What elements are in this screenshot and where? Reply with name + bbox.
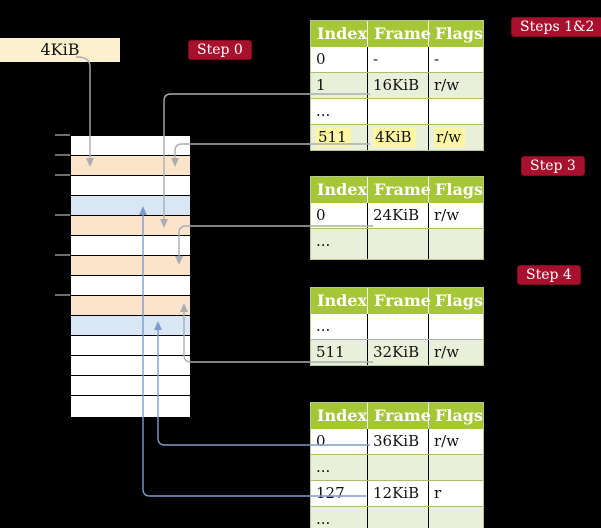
memory-tick xyxy=(55,174,70,176)
highlighted-value: 4KiB xyxy=(373,128,416,147)
column-header: Index xyxy=(311,288,368,314)
table-cell: r/w xyxy=(434,432,460,450)
memory-row-data-frame xyxy=(71,316,190,336)
table-cell: 0 xyxy=(311,47,368,72)
memory-row-free xyxy=(71,396,190,415)
table-cell: 24KiB xyxy=(368,203,429,228)
table-cell: r/w xyxy=(434,206,460,224)
memory-row-free xyxy=(71,136,190,156)
table-row: 0-- xyxy=(311,47,483,72)
table-cell: ... xyxy=(311,507,368,528)
table-cell xyxy=(368,229,429,259)
table-cell: r/w xyxy=(434,343,460,361)
table-cell: r/w xyxy=(434,76,460,94)
memory-row-free xyxy=(71,356,190,376)
table-cell xyxy=(429,99,483,124)
column-header: Frame xyxy=(368,403,431,429)
badge-step-3: Step 3 xyxy=(521,156,585,176)
table-cell: ... xyxy=(311,99,368,124)
column-header: Index xyxy=(311,21,368,47)
badge-steps-1-2: Steps 1&2 xyxy=(511,17,601,37)
memory-row-free xyxy=(71,236,190,256)
table-cell xyxy=(429,455,483,480)
memory-tick xyxy=(55,254,70,256)
table-cell xyxy=(429,507,483,528)
table-row: ... xyxy=(311,314,483,339)
table-cell: 12KiB xyxy=(368,481,429,506)
memory-column xyxy=(70,135,191,418)
memory-row-table-frame xyxy=(71,216,190,236)
badge-step-0: Step 0 xyxy=(188,40,252,60)
memory-tick xyxy=(55,134,70,136)
column-header: Flags xyxy=(435,406,483,425)
column-header: Index xyxy=(311,177,368,203)
column-header: Frame xyxy=(368,288,431,314)
table-cell xyxy=(368,455,429,480)
table-cell: 1 xyxy=(311,73,368,98)
memory-tick xyxy=(55,214,70,216)
table-cell: 32KiB xyxy=(368,340,429,365)
table-row: 511 4KiB r/w xyxy=(311,124,483,150)
table-cell xyxy=(429,229,483,259)
table-cell: 127 xyxy=(311,481,368,506)
table-cell xyxy=(368,507,429,528)
highlighted-value: r/w xyxy=(434,128,466,147)
table-cell: r/w xyxy=(429,125,483,150)
table-cell: 16KiB xyxy=(368,73,429,98)
table-cell xyxy=(429,314,483,339)
table-cell: 4KiB xyxy=(368,125,429,150)
column-header: Flags xyxy=(435,24,483,43)
table-cell: 511 xyxy=(311,125,368,150)
memory-row-free xyxy=(71,376,190,396)
table-cell: ... xyxy=(311,229,368,259)
memory-row-free xyxy=(71,336,190,356)
table-cell: - xyxy=(434,50,440,68)
column-header: Flags xyxy=(435,291,483,310)
table-cell: 0 xyxy=(311,429,368,454)
table-row: ... xyxy=(311,506,483,528)
table-cell: ... xyxy=(311,455,368,480)
table-cell: 36KiB xyxy=(368,429,429,454)
memory-row-free xyxy=(71,276,190,296)
table-row: ... xyxy=(311,228,483,259)
table-cell: 0 xyxy=(311,203,368,228)
table-cell: - xyxy=(368,47,429,72)
memory-row-table-frame xyxy=(71,256,190,276)
memory-row-free xyxy=(71,176,190,196)
column-header: Index xyxy=(311,403,368,429)
column-header: Flags xyxy=(435,180,483,199)
column-header: Frame xyxy=(368,21,431,47)
root-frame-label: 4KiB xyxy=(0,38,120,62)
memory-tick xyxy=(55,154,70,156)
column-header: Frame xyxy=(368,177,431,203)
memory-row-data-frame xyxy=(71,196,190,216)
memory-row-table-frame xyxy=(71,156,190,176)
table-cell: r xyxy=(434,484,442,502)
table-cell: ... xyxy=(311,314,368,339)
table-cell xyxy=(368,314,429,339)
table-row: ... xyxy=(311,98,483,124)
highlighted-value: 511 xyxy=(316,128,351,147)
badge-step-4: Step 4 xyxy=(517,265,581,285)
table-cell: 511 xyxy=(311,340,368,365)
memory-tick xyxy=(55,294,70,296)
table-cell xyxy=(368,99,429,124)
table-row: ... xyxy=(311,454,483,480)
memory-row-table-frame xyxy=(71,296,190,316)
